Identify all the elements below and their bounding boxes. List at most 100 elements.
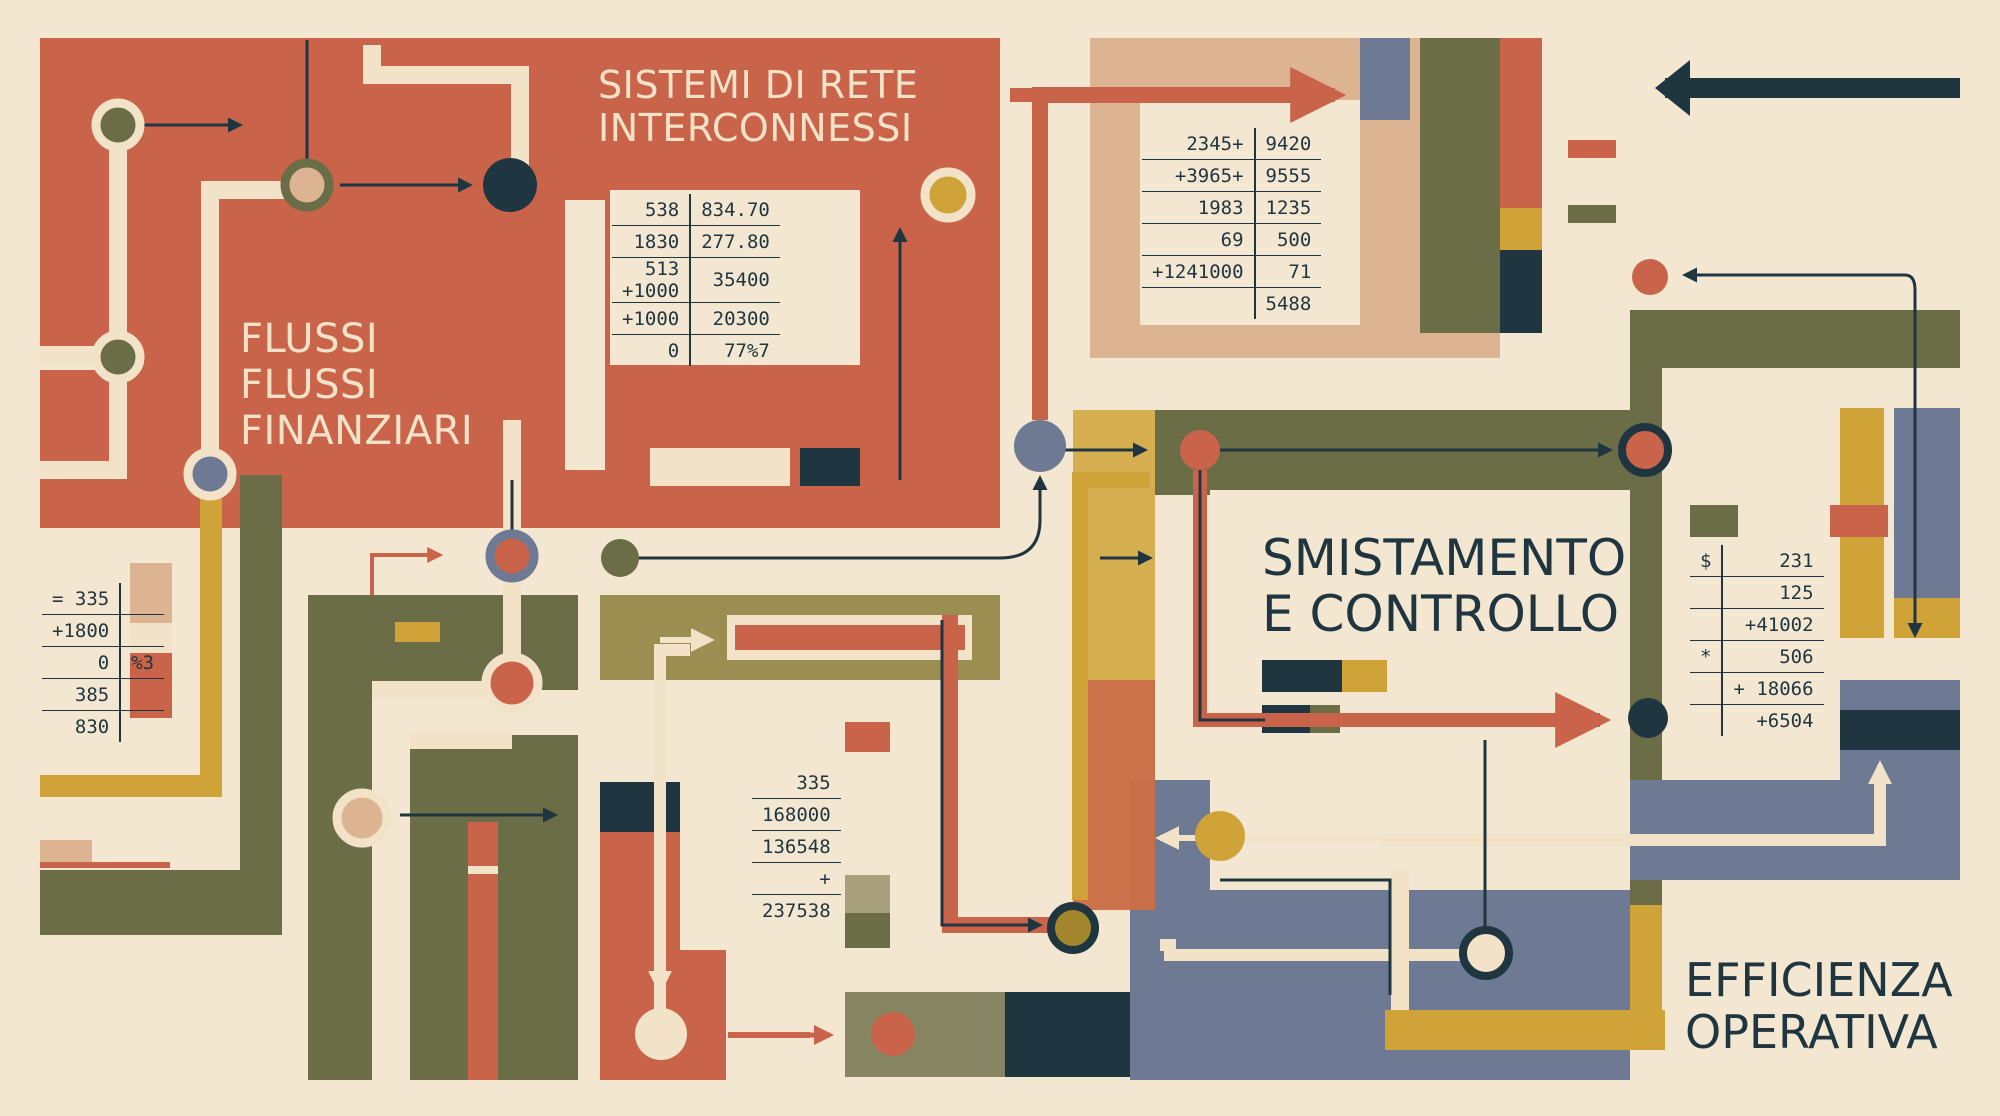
node-olive [91, 330, 145, 384]
table-cell [119, 614, 165, 647]
title-flussi: FLUSSI FLUSSI FINANZIARI [240, 316, 473, 454]
table-row: 2345+9420 [1142, 128, 1322, 160]
node-mustard [920, 167, 976, 223]
table-cell: 830 [42, 710, 121, 742]
table-cell: 500 [1253, 223, 1322, 256]
table-row: +41002 [1690, 608, 1824, 641]
table-cell: 35400 [689, 257, 780, 303]
table-cell: +3965+ [1142, 159, 1255, 192]
table-cell: + [752, 862, 841, 895]
node-cream [1459, 926, 1513, 980]
node-olive [601, 539, 639, 577]
title-efficienza-line1: EFFICIENZA [1685, 953, 1953, 1007]
nodes [91, 98, 1672, 1060]
node-terracotta [1618, 423, 1672, 477]
title-flussi-line2: FLUSSI [240, 362, 379, 408]
table-cell [1690, 576, 1723, 609]
table-cell: 335 [796, 771, 831, 794]
title-smistamento-line1: SMISTAMENTO [1262, 529, 1627, 587]
table-cell: +1000 [612, 302, 691, 335]
table-row: + 18066 [1690, 672, 1824, 705]
table-row: 335 [752, 767, 841, 799]
table-cell: 125 [1721, 576, 1824, 609]
node-slate [183, 447, 237, 501]
table-row: $231 [1690, 545, 1824, 577]
table-cell: 2345+ [1186, 132, 1244, 155]
table-cell: +1800 [42, 614, 121, 647]
table-row: +3965+9555 [1142, 159, 1322, 192]
table-row: 168000 [752, 798, 841, 831]
node-tan [280, 158, 334, 212]
table-cell: 77%7 [689, 334, 780, 366]
table-row: + [752, 862, 841, 895]
table-cell: 136548 [752, 830, 841, 863]
table-row: 136548 [752, 830, 841, 863]
node-terracotta [1180, 430, 1220, 470]
table-row: +1800 [42, 614, 165, 647]
table-cell [1690, 608, 1723, 641]
table-cell: 834.70 [689, 194, 780, 226]
node-terracotta [485, 529, 539, 583]
connector-lines [118, 40, 1923, 995]
node-mustard [1195, 811, 1245, 861]
table-cell: 385 [42, 678, 121, 711]
table-cell [1142, 287, 1255, 319]
table-cell: 1830 [612, 225, 691, 258]
node-slate [1014, 420, 1066, 472]
node-terracotta [871, 1012, 915, 1056]
table-row: 538 834.70 [612, 194, 780, 226]
table-cell: 237538 [752, 894, 841, 926]
node-terracotta [1632, 259, 1668, 295]
table-cell: +41002 [1721, 608, 1824, 641]
table-cell: 1235 [1253, 191, 1322, 224]
terracotta-arrows [370, 67, 1612, 1045]
title-efficienza: EFFICIENZA OPERATIVA [1685, 953, 1953, 1058]
title-smistamento-line2: E CONTROLLO [1262, 585, 1620, 643]
node-terracotta [481, 652, 543, 714]
table-cell: +6504 [1721, 704, 1824, 736]
table-cell: 168000 [752, 798, 841, 831]
table-row: 0%3 [42, 646, 165, 679]
title-sistemi-line1: SISTEMI DI RETE [598, 63, 919, 107]
table-row: *506 [1690, 640, 1824, 673]
table-cell: 1983 [1142, 191, 1255, 224]
table-cell: 231 [1721, 545, 1824, 577]
table-cell [1690, 672, 1723, 705]
title-flussi-line3: FINANZIARI [240, 408, 474, 454]
table-cell: +1241000 [1142, 255, 1255, 288]
title-sistemi-line2: INTERCONNESSI [598, 105, 913, 150]
table-cell [119, 678, 165, 711]
table-cell: 0 [612, 334, 691, 366]
table-cell: 20300 [689, 302, 780, 335]
table-cell: 506 [1721, 640, 1824, 673]
table-cell: 277.80 [689, 225, 780, 258]
table-cell: 538 [644, 198, 680, 221]
title-flussi-line1: FLUSSI [240, 316, 379, 362]
node-mustard [1047, 902, 1099, 954]
title-smistamento: SMISTAMENTO E CONTROLLO [1262, 530, 1626, 642]
title-sistemi: SISTEMI DI RETE INTERCONNESSI [598, 64, 918, 149]
table-row: +6504 [1690, 704, 1824, 736]
table-row: 125 [1690, 576, 1824, 609]
table-row: 5488 [1142, 287, 1322, 319]
table-row: = 335 [42, 583, 165, 615]
node-olive [91, 98, 145, 152]
table-cell: $ [1700, 549, 1712, 572]
table-row: 385 [42, 678, 165, 711]
table-cell [119, 710, 165, 742]
table-cell [119, 583, 165, 615]
table-row: 237538 [752, 894, 841, 926]
table-cell: 9555 [1253, 159, 1322, 192]
table-cell: + 18066 [1721, 672, 1824, 705]
table-cell: * [1690, 640, 1723, 673]
table-cell: 0 [42, 646, 121, 679]
node-cream [635, 1008, 687, 1060]
